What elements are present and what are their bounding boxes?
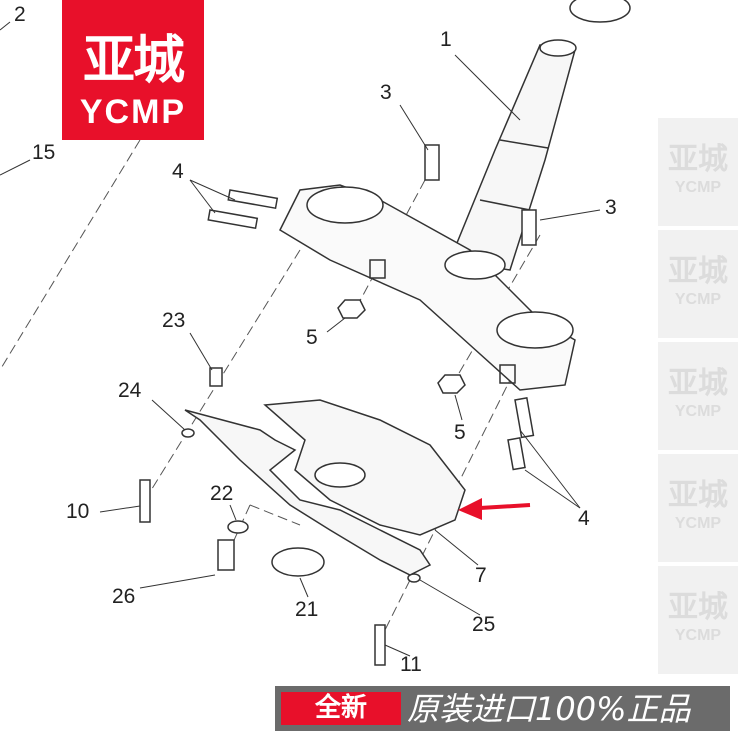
callout-5: 5	[454, 421, 466, 444]
watermark-cn: 亚城	[668, 366, 728, 401]
triple-clamp	[279, 184, 576, 391]
callout-2: 2	[14, 3, 26, 26]
callout-1: 1	[440, 28, 452, 51]
watermark: 亚城 YCMP	[658, 118, 738, 226]
highlight-arrow-icon	[458, 498, 531, 520]
new-badge: 全新	[281, 692, 401, 725]
callout-3: 3	[605, 196, 617, 219]
watermark-en: YCMP	[674, 291, 722, 308]
watermark-en: YCMP	[674, 179, 722, 196]
callout-22: 22	[210, 482, 234, 505]
watermark: 亚城 YCMP	[658, 454, 738, 562]
watermark-cn: 亚城	[668, 142, 728, 177]
promo-banner: 全新 原装进口100%正品	[275, 686, 730, 731]
watermark-cn: 亚城	[668, 478, 728, 513]
callout-23: 23	[162, 309, 186, 332]
callout-4: 4	[172, 160, 184, 183]
watermark-cn: 亚城	[668, 254, 728, 289]
guard-plate	[184, 399, 466, 576]
watermark-en: YCMP	[674, 403, 722, 420]
logo-en: YCMP	[79, 93, 187, 131]
steering-stem	[448, 0, 631, 271]
callout-26: 26	[112, 585, 136, 608]
banner-text: 原装进口100%正品	[407, 690, 691, 728]
callout-11: 11	[400, 653, 422, 676]
logo-cn: 亚城	[82, 31, 185, 91]
brand-logo: 亚城 YCMP	[62, 0, 204, 140]
callout-4: 4	[578, 507, 590, 530]
watermark-en: YCMP	[674, 515, 722, 532]
watermark: 亚城 YCMP	[658, 230, 738, 338]
watermark: 亚城 YCMP	[658, 342, 738, 450]
callout-10: 10	[66, 500, 90, 523]
watermark-en: YCMP	[674, 627, 722, 644]
callout-3: 3	[380, 81, 392, 104]
callout-5: 5	[306, 326, 318, 349]
watermark-cn: 亚城	[668, 590, 728, 625]
bolts	[139, 144, 537, 666]
callout-15: 15	[32, 141, 56, 164]
callout-24: 24	[118, 379, 142, 402]
callout-7: 7	[475, 564, 487, 587]
callout-25: 25	[472, 613, 496, 636]
watermark: 亚城 YCMP	[658, 566, 738, 674]
callout-21: 21	[295, 598, 319, 621]
